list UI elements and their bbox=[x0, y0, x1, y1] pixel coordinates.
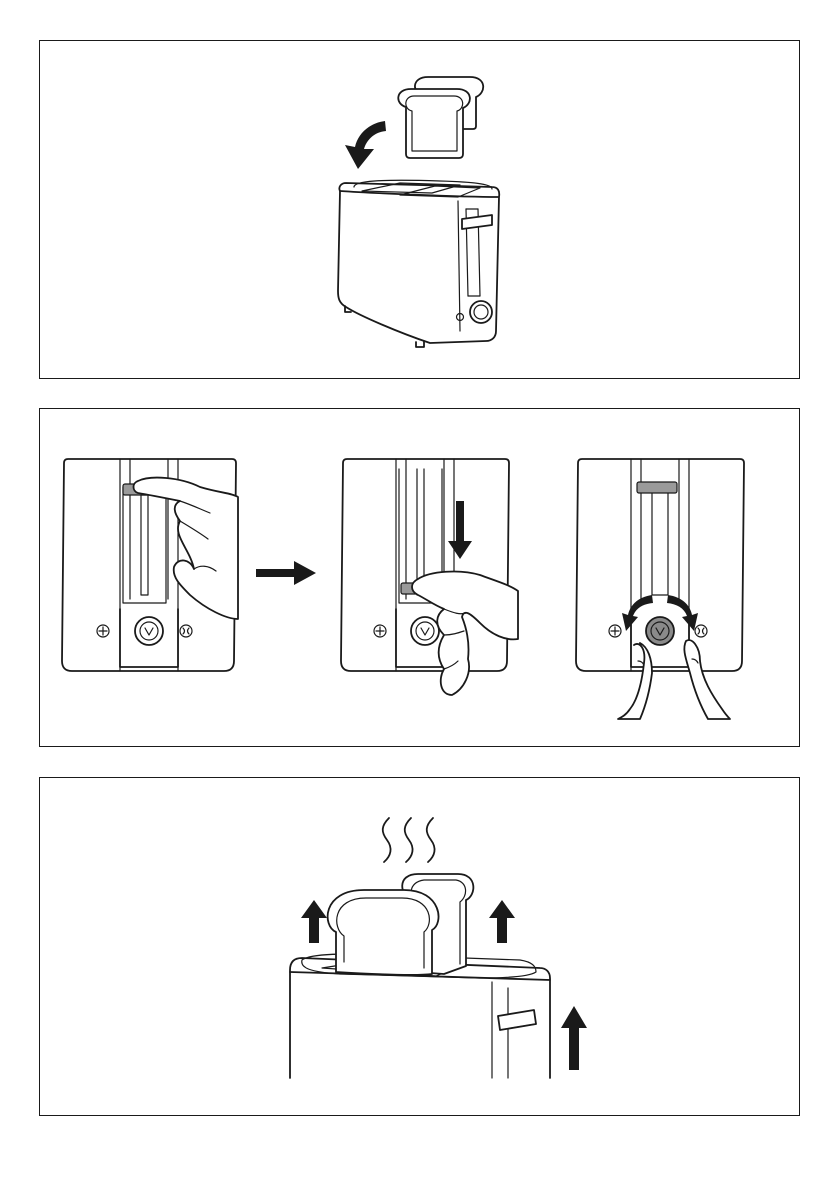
insert-bread-illustration bbox=[40, 41, 799, 378]
steam bbox=[383, 818, 435, 862]
up-arrow-lever bbox=[561, 1006, 587, 1070]
browning-dial-turned bbox=[646, 617, 674, 645]
toaster bbox=[338, 180, 499, 347]
up-arrow-right bbox=[489, 900, 515, 943]
insert-arrow bbox=[345, 121, 386, 169]
operate-illustration bbox=[40, 409, 799, 746]
pop-up-illustration bbox=[40, 778, 799, 1115]
bread-slices bbox=[398, 77, 483, 158]
next-step-arrow bbox=[256, 561, 316, 585]
step-lift-lever bbox=[62, 459, 238, 671]
step-insert-bread-panel bbox=[39, 40, 800, 379]
step-operate-panel bbox=[39, 408, 800, 747]
step-push-lever-down bbox=[341, 459, 518, 695]
step-turn-browning-dial bbox=[576, 459, 744, 719]
up-arrow-left bbox=[301, 900, 327, 943]
browning-dial-icon bbox=[135, 617, 163, 645]
step-pop-up-panel bbox=[39, 777, 800, 1116]
